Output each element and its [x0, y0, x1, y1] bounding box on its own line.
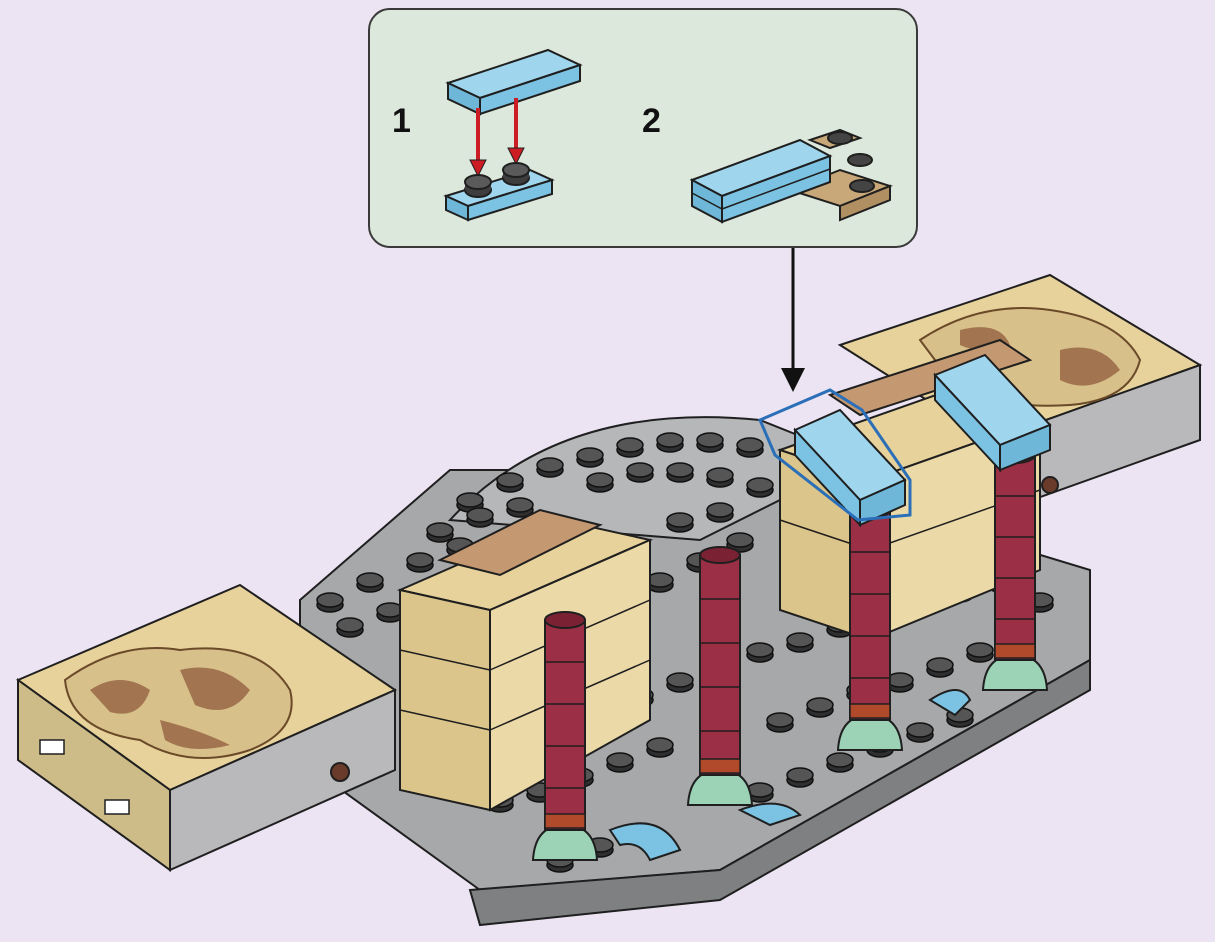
stud — [626, 462, 654, 483]
step1-red-arrows — [469, 98, 525, 178]
red-pillars — [531, 446, 1049, 861]
stud — [946, 707, 974, 728]
stud — [586, 472, 614, 493]
stud — [406, 552, 434, 573]
step2-blue-stack — [689, 138, 833, 224]
stud — [616, 437, 644, 458]
blue-quarter-tiles — [608, 689, 972, 862]
stud — [826, 752, 854, 773]
stud — [746, 782, 774, 803]
stud — [786, 632, 814, 653]
stud — [316, 592, 344, 613]
stud — [766, 712, 794, 733]
pillar — [686, 546, 754, 806]
stud — [746, 642, 774, 663]
step2-dark-tan-corner-plate — [787, 128, 893, 222]
stud — [536, 457, 564, 478]
stud — [786, 767, 814, 788]
stud — [646, 737, 674, 758]
stud — [606, 752, 634, 773]
step-number-1: 1 — [392, 102, 411, 140]
step-number-2: 2 — [642, 102, 661, 140]
stud — [706, 502, 734, 523]
sub-assembly-callout: 1 2 — [368, 8, 918, 248]
stud — [806, 697, 834, 718]
stud — [496, 472, 524, 493]
stud — [666, 462, 694, 483]
pillar — [836, 501, 904, 751]
callout-pointer-arrow — [781, 248, 805, 392]
sub-assembly-illustration — [443, 48, 893, 224]
stud — [666, 672, 694, 693]
stud — [356, 572, 384, 593]
stud — [336, 617, 364, 638]
stud — [426, 522, 454, 543]
stud — [696, 432, 724, 453]
left-tan-wall — [396, 508, 654, 812]
step1-blue-plate — [443, 162, 555, 222]
stud — [576, 447, 604, 468]
stud — [746, 477, 774, 498]
new-part-highlight — [758, 388, 912, 522]
stud — [926, 657, 954, 678]
blue-lintel-tiles — [793, 353, 1052, 528]
stud — [466, 507, 494, 528]
pillar — [531, 611, 599, 861]
stud — [736, 437, 764, 458]
stud — [506, 497, 534, 518]
left-map-panel — [15, 583, 398, 872]
stud — [906, 722, 934, 743]
stud — [706, 467, 734, 488]
stud — [966, 642, 994, 663]
stud — [656, 432, 684, 453]
stud — [666, 512, 694, 533]
